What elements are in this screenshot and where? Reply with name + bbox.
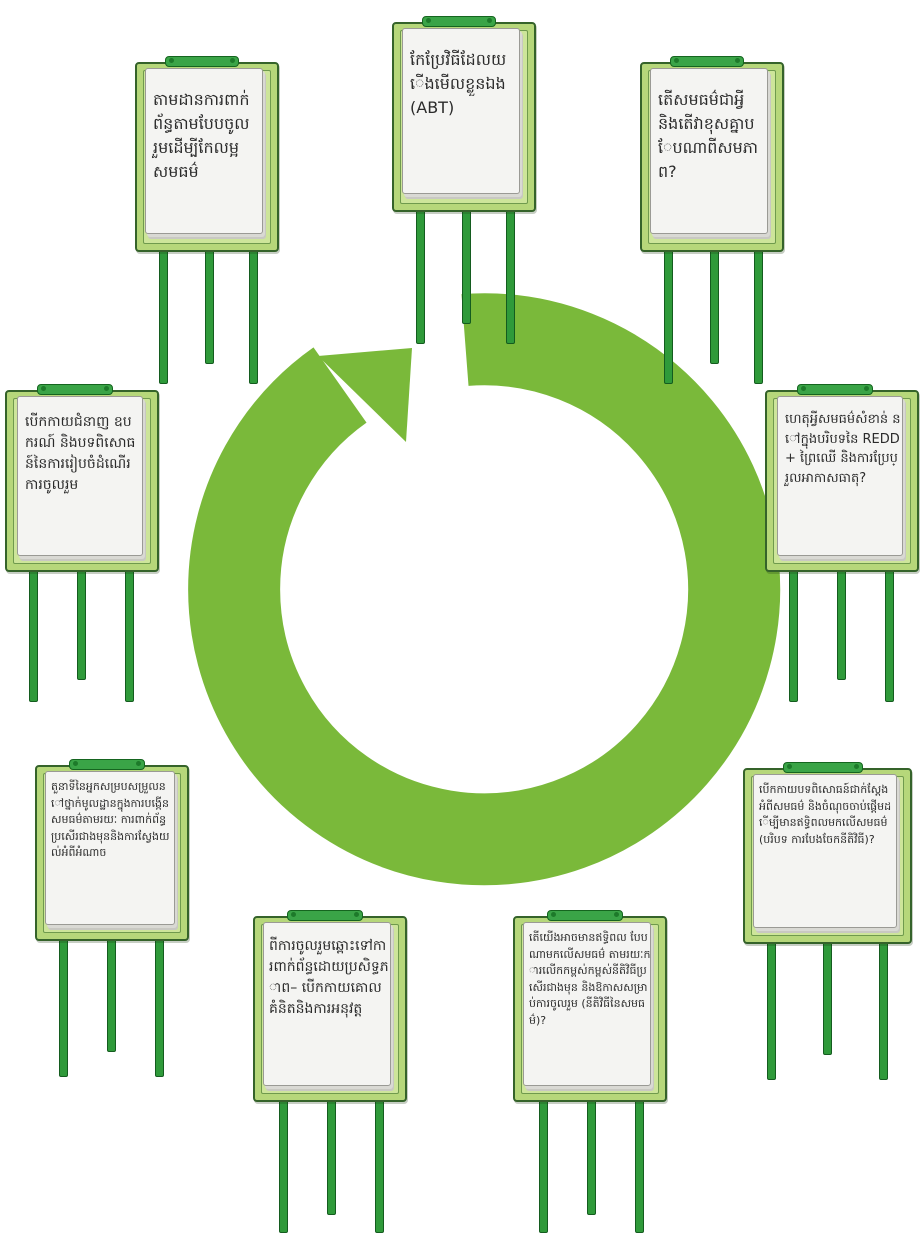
board-middle-right: ហេតុអ្វីសមធម៌សំខាន់ នៅក្នុងបរិបទនៃ REDD+…	[765, 380, 919, 702]
circular-arrow-icon	[188, 293, 781, 886]
clipboard-clip-icon	[69, 759, 145, 770]
board-paper	[45, 771, 175, 925]
clipboard-clip-icon	[797, 384, 873, 395]
board-label: តើយើងអាចមានឥទ្ធិពល បែបណាមកលើសមធម៌ តាមរយៈ…	[529, 931, 651, 1027]
board-top-center: កែប្រែវិធីដែលយើងមើលខ្លួនឯង(ABT)	[392, 12, 536, 344]
board-legs	[765, 380, 915, 702]
board-legs	[253, 906, 403, 1233]
board-paper	[777, 396, 903, 556]
board-paper	[402, 28, 520, 194]
clipboard-clip-icon	[547, 910, 623, 921]
board-label: បើកកាយជំនាញ ឧបករណ៍ និងបទពិសោធន៍នៃការរៀបច…	[25, 414, 136, 493]
cycle-ring	[188, 293, 781, 886]
board-bottom-center-left: ពីការចូលរួមឆ្ពោះទៅការពាក់ព័ន្ធដោយប្រសិទ្…	[253, 906, 407, 1233]
board-label: ហេតុអ្វីសមធម៌សំខាន់ នៅក្នុងបរិបទនៃ REDD+…	[785, 412, 901, 486]
board-lower-right: បើកកាយបទពិសោធន៍ជាក់ស្តែងអំពីសមធម៌ និងចំណ…	[743, 758, 912, 1080]
board-lower-left: តួនាទីនៃអ្នកសម្របសម្រួលនៅថ្នាក់មូលដ្ឋានក…	[35, 755, 189, 1077]
board-paper	[263, 922, 391, 1086]
board-paper	[145, 68, 263, 234]
board-bottom-center-right: តើយើងអាចមានឥទ្ធិពល បែបណាមកលើសមធម៌ តាមរយៈ…	[513, 906, 667, 1233]
clipboard-clip-icon	[37, 384, 113, 395]
board-paper	[523, 922, 651, 1086]
board-label: តាមដានការពាក់ព័ន្ធតាមបែបចូលរួមដើម្បីកែលម…	[153, 90, 250, 181]
clipboard-clip-icon	[422, 16, 496, 27]
board-paper	[753, 774, 897, 928]
board-paper	[650, 68, 768, 234]
board-label: តើសមធម៌ជាអ្វី និងតើវាខុសគ្នាបែបណាពីសមភាព…	[658, 90, 758, 181]
board-label: កែប្រែវិធីដែលយើងមើលខ្លួនឯង(ABT)	[410, 50, 507, 117]
board-legs	[35, 755, 185, 1077]
board-legs	[392, 12, 532, 344]
clipboard-clip-icon	[783, 762, 863, 773]
cycle-arrowhead	[318, 348, 412, 442]
board-top-right: តើសមធម៌ជាអ្វី និងតើវាខុសគ្នាបែបណាពីសមភាព…	[640, 52, 784, 384]
clipboard-clip-icon	[670, 56, 744, 67]
clipboard-clip-icon	[287, 910, 363, 921]
clipboard-clip-icon	[165, 56, 239, 67]
board-label: ពីការចូលរួមឆ្ពោះទៅការពាក់ព័ន្ធដោយប្រសិទ្…	[269, 938, 389, 1017]
board-paper	[17, 396, 143, 556]
board-label: តួនាទីនៃអ្នកសម្របសម្រួលនៅថ្នាក់មូលដ្ឋានក…	[51, 780, 170, 859]
board-legs	[135, 52, 275, 384]
board-middle-left: បើកកាយជំនាញ ឧបករណ៍ និងបទពិសោធន៍នៃការរៀបច…	[5, 380, 159, 702]
board-label: បើកកាយបទពិសោធន៍ជាក់ស្តែងអំពីសមធម៌ និងចំណ…	[759, 783, 892, 846]
board-top-left: តាមដានការពាក់ព័ន្ធតាមបែបចូលរួមដើម្បីកែលម…	[135, 52, 279, 384]
